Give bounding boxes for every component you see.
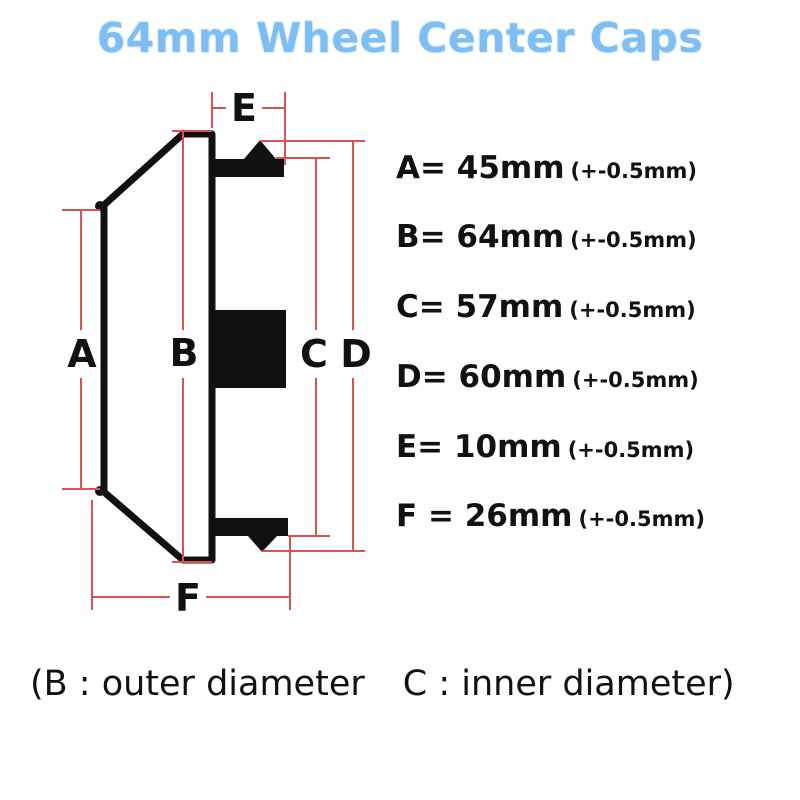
spec-value: D= 60mm	[396, 359, 567, 395]
label-a: A	[67, 332, 97, 376]
bottom-clip-hook	[248, 536, 277, 552]
spec-tolerance: (+-0.5mm)	[578, 507, 705, 531]
spec-value: F = 26mm	[396, 498, 573, 534]
spec-value: B= 64mm	[396, 219, 565, 255]
diameter-legend: (B : outer diameter C : inner diameter)	[30, 664, 790, 704]
label-c: C	[300, 332, 328, 376]
top-clip-arm	[212, 159, 284, 177]
spec-value: E= 10mm	[396, 429, 562, 465]
dimension-lines	[62, 92, 365, 610]
spec-row-e: E= 10mm(+-0.5mm)	[396, 429, 694, 465]
cap-clips	[212, 140, 288, 552]
center-post	[212, 310, 286, 388]
label-b: B	[170, 331, 199, 375]
spec-row-c: C= 57mm(+-0.5mm)	[396, 289, 696, 325]
label-d: D	[340, 332, 372, 376]
outer-diameter-note: (B : outer diameter	[30, 664, 365, 704]
spec-tolerance: (+-0.5mm)	[572, 368, 699, 392]
cap-bottom-corner	[95, 486, 105, 496]
label-f: F	[175, 576, 201, 620]
spec-tolerance: (+-0.5mm)	[569, 298, 696, 322]
label-e: E	[231, 86, 257, 130]
spec-tolerance: (+-0.5mm)	[570, 159, 697, 183]
spec-value: C= 57mm	[396, 289, 564, 325]
top-clip-hook	[244, 140, 276, 159]
spec-row-a: A= 45mm(+-0.5mm)	[396, 150, 697, 186]
spec-tolerance: (+-0.5mm)	[567, 438, 695, 462]
bottom-clip-arm	[212, 518, 288, 536]
spec-row-d: D= 60mm(+-0.5mm)	[396, 359, 699, 395]
inner-diameter-note: C : inner diameter)	[402, 664, 735, 704]
spec-value: A= 45mm	[396, 150, 565, 186]
cap-top-corner	[95, 201, 105, 211]
spec-tolerance: (+-0.5mm)	[570, 228, 697, 252]
spec-row-b: B= 64mm(+-0.5mm)	[396, 219, 697, 255]
spec-row-f: F = 26mm(+-0.5mm)	[396, 498, 705, 534]
page-title: 64mm Wheel Center Caps	[96, 14, 704, 62]
